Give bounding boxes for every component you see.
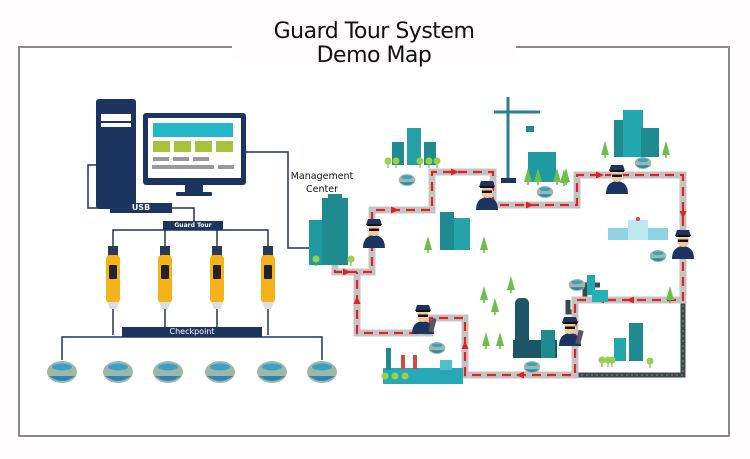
diagram-title: Guard Tour System Demo Map bbox=[232, 20, 516, 68]
tree-icon bbox=[433, 157, 441, 168]
checkpoint-bus bbox=[61, 336, 323, 360]
tree-icon bbox=[425, 157, 433, 168]
management-center-label: Management Center bbox=[290, 171, 354, 195]
route-arrow-icon bbox=[679, 211, 687, 219]
tree-icon bbox=[312, 255, 320, 266]
checkpoint-tags bbox=[47, 361, 337, 383]
checkpoint-tag-icon bbox=[428, 341, 446, 355]
route-arrow-icon bbox=[391, 206, 399, 214]
tree-icon bbox=[381, 372, 389, 383]
checkpoint-tag-icon bbox=[634, 156, 652, 170]
guard-tour-reader-icon bbox=[106, 246, 120, 309]
tree-icon bbox=[491, 298, 499, 315]
checkpoint-tag-icon bbox=[536, 185, 554, 199]
usb-label: USB bbox=[110, 203, 172, 213]
monitor-icon bbox=[143, 113, 246, 196]
cables bbox=[61, 151, 323, 360]
tree-icon bbox=[524, 168, 532, 185]
guard-tour-readers bbox=[106, 246, 275, 309]
tree-icon bbox=[480, 236, 488, 253]
guard-tour-reader-icon bbox=[261, 246, 275, 309]
security-guard-icon bbox=[363, 219, 385, 248]
tree-icon bbox=[384, 157, 392, 168]
tree-icon bbox=[553, 168, 561, 185]
tree-icon bbox=[416, 157, 424, 168]
tree-icon bbox=[646, 357, 654, 368]
trees bbox=[312, 141, 674, 383]
tree-icon bbox=[608, 356, 616, 367]
construction-buildings-icon bbox=[528, 152, 556, 182]
management-center-building-icon bbox=[309, 194, 348, 265]
title-backdrop bbox=[232, 30, 516, 60]
tree-icon bbox=[601, 141, 609, 158]
security-guard-icon bbox=[672, 230, 694, 259]
tree-icon bbox=[392, 157, 400, 168]
route-arrow-icon bbox=[596, 171, 604, 179]
hospital-icon bbox=[608, 217, 668, 240]
guard-tour-reader-icon bbox=[210, 246, 224, 309]
patrol-route-dashes bbox=[333, 170, 685, 377]
route-arrow-icon bbox=[516, 371, 524, 379]
checkpoint-tag-icon bbox=[47, 361, 77, 383]
tree-icon bbox=[666, 286, 674, 303]
usb-to-gts-cable bbox=[172, 207, 195, 222]
tree-icon bbox=[391, 372, 399, 383]
route-arrow-icon bbox=[343, 268, 351, 276]
route-arrow-icon bbox=[461, 341, 469, 349]
tree-icon bbox=[560, 169, 568, 186]
tree-icon bbox=[507, 276, 515, 293]
mid-office-building-icon bbox=[440, 212, 470, 250]
security-guard-icon bbox=[476, 181, 498, 210]
route-arrow-icon bbox=[526, 201, 534, 209]
checkpoint-tag-icon bbox=[568, 278, 586, 292]
checkpoint-tag-icon bbox=[205, 361, 235, 383]
checkpoint-label: Checkpoint bbox=[122, 327, 262, 337]
checkpoint-tag-icon bbox=[103, 361, 133, 383]
checkpoint-tag-icon bbox=[153, 361, 183, 383]
tree-icon bbox=[482, 332, 490, 349]
guard-tour-system-label: Guard Tour System bbox=[163, 221, 223, 238]
checkpoint-tag-icon bbox=[649, 249, 667, 263]
tree-icon bbox=[401, 372, 409, 383]
title-line-1: Guard Tour System bbox=[273, 19, 475, 44]
small-factory-icon bbox=[587, 275, 608, 302]
route-arrow-icon bbox=[451, 168, 459, 176]
security-guard-icon bbox=[412, 305, 437, 334]
tree-icon bbox=[662, 141, 670, 158]
checkpoint-tag-icon bbox=[257, 361, 287, 383]
factory-icon bbox=[383, 348, 463, 384]
security-guard-icon bbox=[606, 165, 628, 194]
checkpoint-tag-icon bbox=[398, 173, 416, 187]
route-arrow-icon bbox=[353, 296, 361, 304]
tree-icon bbox=[480, 286, 488, 303]
tree-icon bbox=[424, 236, 432, 253]
refinery-icon bbox=[513, 298, 557, 358]
security-guards bbox=[363, 165, 694, 346]
monitor-to-management-cable bbox=[246, 151, 310, 249]
tree-icon bbox=[534, 168, 542, 185]
tree-icon bbox=[496, 332, 504, 349]
skyscrapers-icon bbox=[614, 110, 659, 157]
bottom-right-buildings-icon bbox=[614, 323, 643, 361]
tree-icon bbox=[598, 356, 606, 367]
map-checkpoint-tags bbox=[398, 156, 667, 374]
gts-bus bbox=[112, 229, 269, 246]
route-arrow-icon bbox=[626, 296, 634, 304]
pc-tower-icon bbox=[96, 99, 136, 209]
security-guard-icon bbox=[559, 317, 584, 346]
construction-crane-icon bbox=[494, 97, 540, 183]
checkpoint-tag-icon bbox=[307, 361, 337, 383]
tree-icon bbox=[347, 255, 355, 266]
guard-tour-reader-icon bbox=[158, 246, 172, 309]
title-line-2: Demo Map bbox=[316, 43, 432, 68]
checkpoint-tag-icon bbox=[523, 360, 541, 374]
